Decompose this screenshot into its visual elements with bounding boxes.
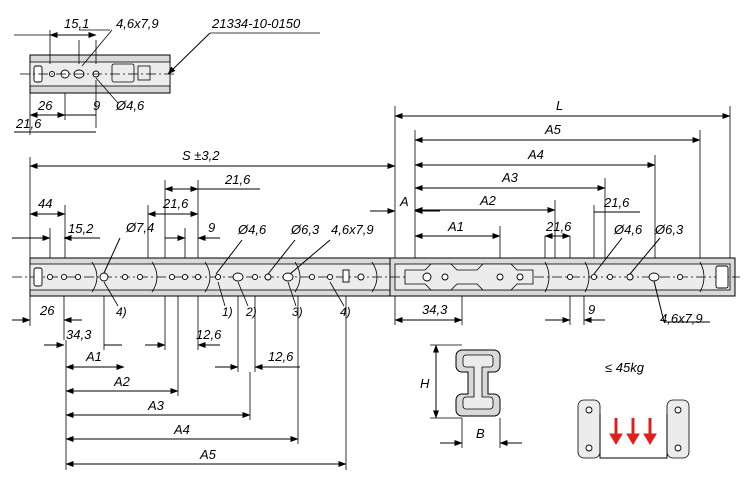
- dim-main-4-6x7-9: 4,6x7,9: [331, 222, 374, 237]
- load-capacity: ≤ 45kg: [605, 360, 645, 375]
- dim-right-34-3: 34,3: [422, 302, 448, 317]
- dim-right-d4-6: Ø4,6: [613, 222, 643, 237]
- note-2: 2): [245, 305, 257, 319]
- dim-right-4-6x7-9: 4,6x7,9: [660, 311, 703, 326]
- dim-top-15-1: 15,1: [64, 16, 89, 31]
- dim-A4-right: A4: [527, 147, 544, 162]
- load-arrows-icon: [609, 418, 657, 445]
- dim-bottom-A5: A5: [199, 447, 217, 462]
- rail-cross-section: [455, 349, 501, 417]
- top-detail-view: [20, 30, 175, 135]
- note-1: 1): [222, 305, 233, 319]
- dim-main-d4-6: Ø4,6: [237, 222, 267, 237]
- dim-main-21-6-b: 21,6: [162, 196, 189, 211]
- dim-bottom-A1: A1: [85, 349, 102, 364]
- dim-bottom-34-3: 34,3: [66, 327, 92, 342]
- dim-main-44: 44: [38, 196, 52, 211]
- dim-top-21-6: 21,6: [15, 116, 42, 131]
- dim-A1-right: A1: [447, 219, 464, 234]
- dim-main-d7-4: Ø7,4: [125, 220, 154, 235]
- dim-A2-right: A2: [479, 193, 497, 208]
- dim-bottom-A4: A4: [173, 422, 190, 437]
- dim-bottom-12-6-b: 12,6: [268, 349, 294, 364]
- dim-H: H: [420, 376, 430, 391]
- note-4b: 4): [340, 305, 351, 319]
- dim-A: A: [399, 194, 409, 209]
- dim-right-d6-3: Ø6,3: [654, 222, 684, 237]
- dim-bottom-12-6-a: 12,6: [196, 327, 222, 342]
- note-3: 3): [292, 305, 303, 319]
- dim-top-4-6x7-9: 4,6x7,9: [116, 16, 159, 31]
- dim-main-9: 9: [208, 220, 215, 235]
- dim-top-9: 9: [93, 98, 100, 113]
- dim-bottom-A2: A2: [113, 374, 131, 389]
- dim-A5-right: A5: [544, 122, 562, 137]
- dim-top-d4-6: Ø4,6: [115, 98, 145, 113]
- note-4a: 4): [116, 305, 127, 319]
- dim-top-26: 26: [37, 98, 53, 113]
- dim-B: B: [476, 426, 485, 441]
- part-number: 21334-10-0150: [211, 16, 301, 31]
- dim-main-15-2: 15,2: [68, 221, 94, 236]
- dim-L: L: [556, 98, 563, 113]
- main-rail-view: [12, 257, 740, 297]
- dim-right-21-6-a: 21,6: [545, 219, 572, 234]
- dim-main-21-6-a: 21,6: [224, 172, 251, 187]
- load-diagram: [577, 399, 690, 459]
- dim-bottom-26: 26: [39, 303, 55, 318]
- dim-main-d6-3: Ø6,3: [290, 222, 320, 237]
- dim-right-21-6-b: 21,6: [603, 195, 630, 210]
- dim-right-9: 9: [588, 302, 595, 317]
- dim-S: S ±3,2: [182, 148, 220, 163]
- dim-bottom-A3: A3: [147, 398, 165, 413]
- dim-A3-right: A3: [501, 170, 519, 185]
